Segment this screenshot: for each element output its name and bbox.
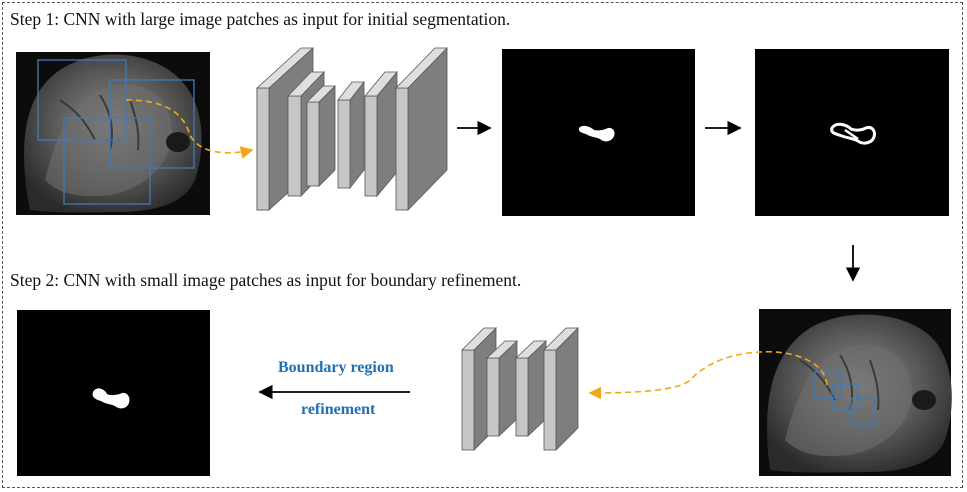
mri-input-large xyxy=(16,52,210,215)
cnn-stack-step2 xyxy=(461,327,579,451)
step2-label: Step 2: CNN with small image patches as … xyxy=(10,270,522,290)
flow-arrow-2 xyxy=(588,350,828,400)
refinement-label-line1: Boundary region xyxy=(278,359,394,376)
refinement-label-line2: refinement xyxy=(301,401,376,418)
boundary-map xyxy=(755,49,949,216)
large-patch-boxes xyxy=(37,59,195,205)
refined-segmentation xyxy=(17,310,210,476)
small-patch-boxes xyxy=(814,371,876,425)
cnn-stack-step1 xyxy=(255,47,448,211)
flow-arrow-1 xyxy=(125,99,254,159)
step1-label: Step 1: CNN with large image patches as … xyxy=(10,9,511,29)
mri-input-small xyxy=(759,309,952,476)
initial-segmentation xyxy=(502,49,695,216)
